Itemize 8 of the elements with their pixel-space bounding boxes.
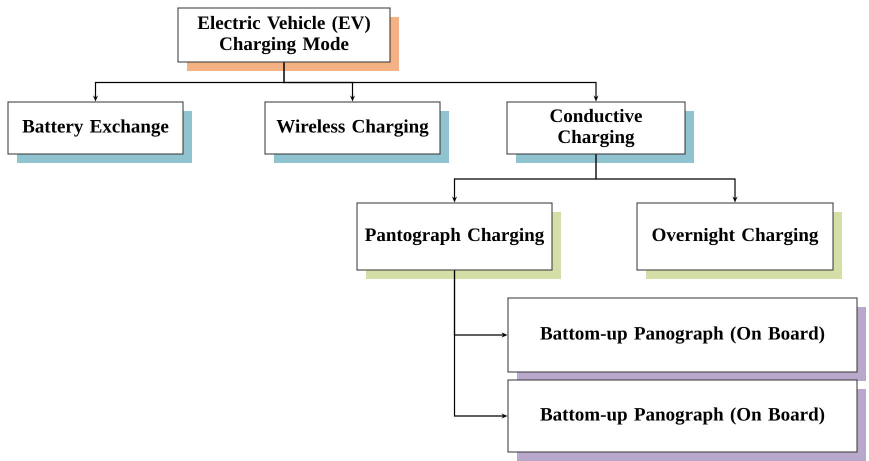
box: Electric Vehicle (EV) Charging Mode	[178, 8, 399, 71]
box: Battery Exchange	[8, 102, 192, 163]
box: Conductive Charging	[506, 102, 694, 163]
box: Battom-up Panograph (On Board)	[508, 298, 866, 381]
box: Pantograph Charging	[356, 202, 561, 279]
box: Battom-up Panograph (On Board)	[508, 380, 866, 461]
box: Wireless Charging	[264, 102, 449, 163]
box: Overnight Charging	[636, 202, 842, 279]
